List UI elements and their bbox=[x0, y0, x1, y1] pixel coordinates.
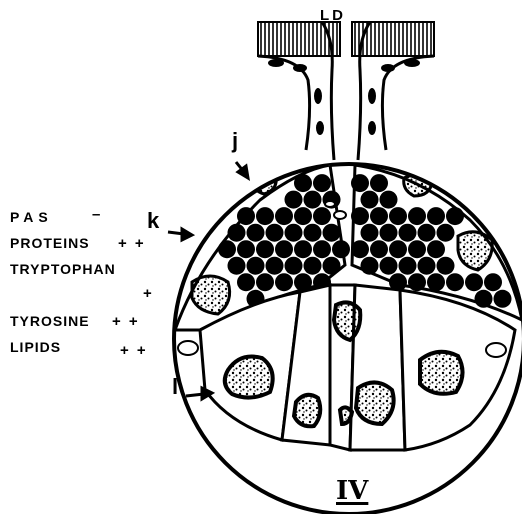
secretory-granule bbox=[408, 207, 426, 225]
secretory-granule bbox=[437, 257, 455, 275]
secretory-granule bbox=[465, 273, 483, 291]
secretory-granule bbox=[446, 273, 464, 291]
secretory-granule bbox=[437, 224, 455, 242]
stain-result-pas: – bbox=[92, 207, 102, 222]
secretory-granule bbox=[446, 207, 464, 225]
secretory-granule bbox=[275, 240, 293, 258]
stain-name-tyrosine: TYROSINE bbox=[10, 314, 90, 328]
cell-mark-j: j bbox=[232, 130, 238, 152]
secretory-granule bbox=[408, 273, 426, 291]
duct-brush-border bbox=[258, 22, 434, 56]
secretory-granule bbox=[370, 174, 388, 192]
secretory-granule bbox=[323, 224, 341, 242]
secretory-granule bbox=[380, 257, 398, 275]
secretory-granule bbox=[361, 191, 379, 209]
stain-result-lipids: + + bbox=[120, 343, 148, 358]
cell-mark-l: l bbox=[172, 376, 178, 398]
secretory-granule bbox=[370, 240, 388, 258]
secretory-granule bbox=[228, 257, 246, 275]
secretory-granule bbox=[313, 174, 331, 192]
secretory-granule bbox=[304, 191, 322, 209]
secretory-granule bbox=[237, 207, 255, 225]
secretory-granule bbox=[351, 207, 369, 225]
secretory-granule bbox=[237, 240, 255, 258]
secretory-granule bbox=[389, 240, 407, 258]
duct-nuclei bbox=[268, 59, 420, 135]
secretory-granule bbox=[294, 240, 312, 258]
secretory-granule bbox=[313, 207, 331, 225]
secretory-granule bbox=[418, 224, 436, 242]
stain-name-tryptophan: TRYPTOPHAN bbox=[10, 262, 116, 276]
secretory-granule bbox=[361, 257, 379, 275]
secretory-granule bbox=[247, 257, 265, 275]
secretory-granule bbox=[399, 224, 417, 242]
secretory-granule bbox=[266, 224, 284, 242]
secretory-granule bbox=[418, 257, 436, 275]
secretory-granule bbox=[427, 240, 445, 258]
stain-name-lipids: LIPIDS bbox=[10, 340, 61, 354]
secretory-granule bbox=[380, 224, 398, 242]
secretory-granule bbox=[332, 240, 350, 258]
secretory-granule bbox=[494, 290, 512, 308]
secretory-granule bbox=[351, 174, 369, 192]
secretory-granule bbox=[427, 207, 445, 225]
secretory-granule bbox=[361, 224, 379, 242]
secretory-granule bbox=[294, 174, 312, 192]
secretory-granule bbox=[218, 240, 236, 258]
secretory-granule bbox=[266, 257, 284, 275]
stain-result-proteins: + + bbox=[118, 236, 146, 251]
secretory-granule bbox=[380, 191, 398, 209]
secretory-granule bbox=[313, 240, 331, 258]
secretory-granule bbox=[304, 257, 322, 275]
secretory-granule bbox=[275, 273, 293, 291]
stain-name-proteins: PROTEINS bbox=[10, 236, 90, 250]
secretory-granule bbox=[256, 273, 274, 291]
secretory-granule bbox=[351, 240, 369, 258]
secretory-granule bbox=[389, 207, 407, 225]
secretory-granule bbox=[285, 224, 303, 242]
stain-name-pas: PAS bbox=[10, 210, 53, 224]
secretory-granule bbox=[228, 224, 246, 242]
secretory-granule bbox=[294, 207, 312, 225]
secretory-granule bbox=[285, 257, 303, 275]
secretory-granule bbox=[484, 273, 502, 291]
secretory-granule bbox=[285, 191, 303, 209]
secretory-granule bbox=[256, 207, 274, 225]
secretory-granule bbox=[427, 273, 445, 291]
secretory-granule bbox=[275, 207, 293, 225]
duct-label: LD bbox=[320, 8, 346, 23]
secretory-granule bbox=[256, 240, 274, 258]
secretory-granule bbox=[237, 273, 255, 291]
stain-result-tyrosine: + + bbox=[112, 314, 140, 329]
plate-number: IV bbox=[336, 478, 368, 504]
secretory-granule bbox=[323, 257, 341, 275]
cell-mark-k: k bbox=[147, 210, 159, 232]
secretory-granule bbox=[370, 207, 388, 225]
secretory-granule bbox=[304, 224, 322, 242]
stain-result-tryptophan: + bbox=[143, 286, 154, 301]
secretory-granule bbox=[247, 224, 265, 242]
secretory-granule bbox=[475, 290, 493, 308]
secretory-granule bbox=[399, 257, 417, 275]
secretory-granule bbox=[408, 240, 426, 258]
